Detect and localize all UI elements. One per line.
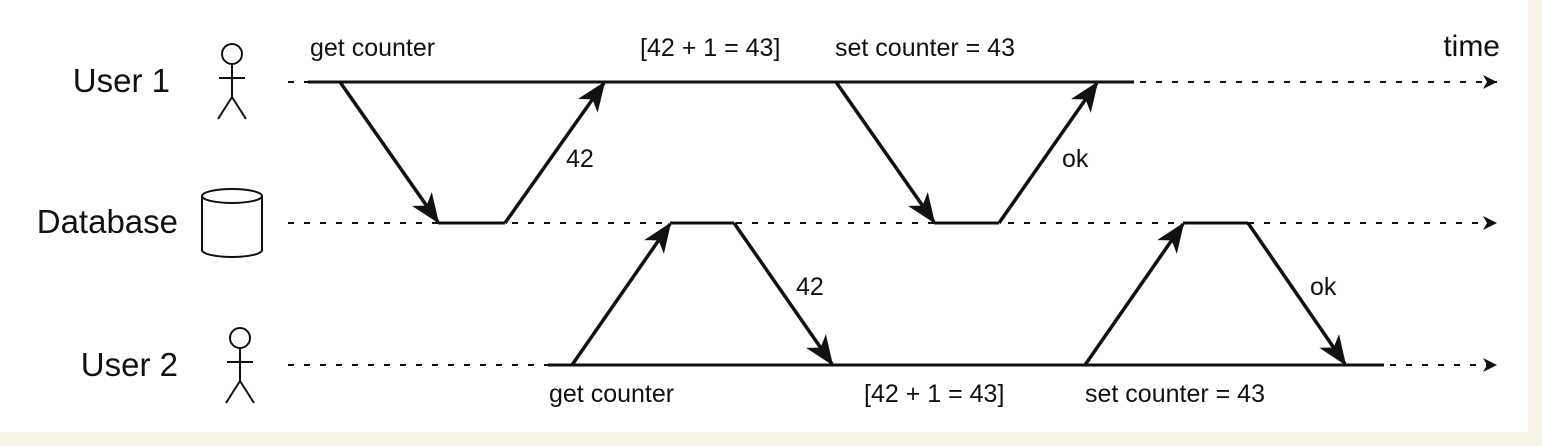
stick-figure-icon bbox=[217, 43, 247, 120]
arrow-user1-get-request bbox=[338, 80, 440, 224]
user2-get-counter-label: get counter bbox=[549, 380, 674, 408]
arrow-user1-get-response bbox=[503, 81, 606, 225]
arrow-user2-set-response bbox=[1246, 222, 1347, 366]
stick-figure-icon bbox=[225, 327, 255, 404]
user1-set-counter-label: set counter = 43 bbox=[835, 34, 1015, 62]
user1-read-response-label: 42 bbox=[566, 145, 594, 173]
arrow-user1-set-response bbox=[997, 81, 1099, 225]
user2-write-response-label: ok bbox=[1310, 273, 1337, 301]
user1-get-counter-label: get counter bbox=[310, 34, 435, 62]
user1-write-response-label: ok bbox=[1062, 145, 1089, 173]
user2-set-counter-label: set counter = 43 bbox=[1085, 380, 1265, 408]
arrow-user2-set-request bbox=[1083, 222, 1185, 366]
user2-read-response-label: 42 bbox=[796, 273, 824, 301]
actor-label-database: Database bbox=[37, 203, 178, 240]
diagram-panel bbox=[0, 0, 1528, 432]
arrow-user1-set-request bbox=[834, 80, 936, 224]
actor-label-user2: User 2 bbox=[81, 346, 178, 383]
time-axis-label: time bbox=[1443, 30, 1500, 63]
database-cylinder-icon bbox=[201, 188, 263, 258]
arrow-user2-get-response bbox=[732, 222, 834, 366]
arrow-user2-get-request bbox=[570, 222, 672, 366]
user1-compute-label: [42 + 1 = 43] bbox=[640, 34, 780, 62]
user2-compute-label: [42 + 1 = 43] bbox=[864, 380, 1004, 408]
actor-label-user1: User 1 bbox=[73, 62, 170, 99]
